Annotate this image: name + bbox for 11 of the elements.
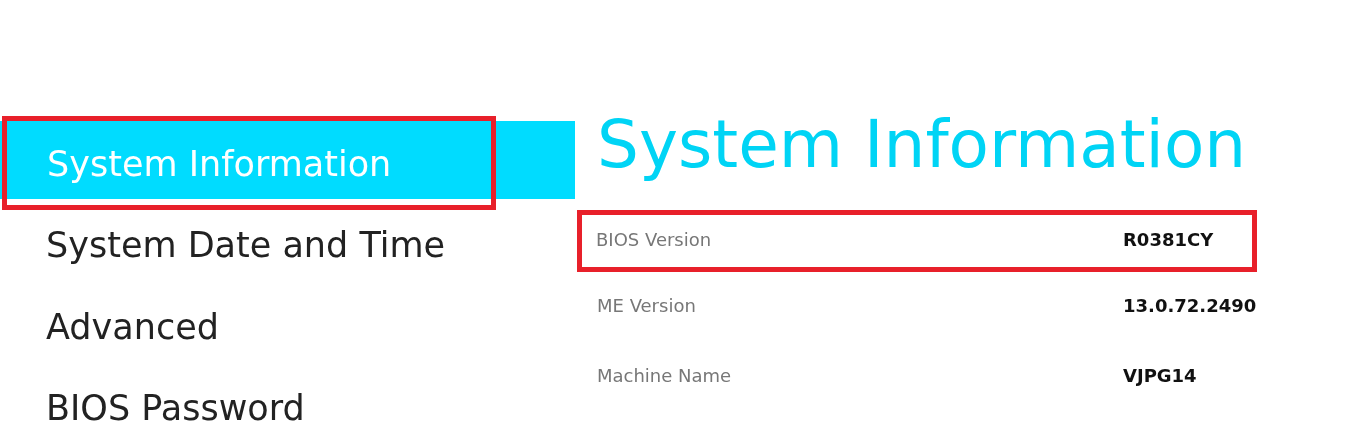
setting-name: BIOS Version — [596, 231, 712, 249]
menu-item: BIOS Password — [46, 391, 305, 421]
highlight-frame — [2, 116, 496, 210]
setting-name: Machine Name — [597, 367, 732, 385]
setting-name: ME Version — [597, 297, 696, 315]
highlight-frame — [577, 210, 1257, 272]
setting-value: 13.0.72.2490 — [1123, 297, 1257, 315]
setting-value: VJPG14 — [1123, 367, 1197, 385]
menu-item: System Information — [47, 147, 392, 182]
setting-value: R0381CY — [1123, 231, 1214, 249]
menu-item: Advanced — [46, 310, 219, 345]
